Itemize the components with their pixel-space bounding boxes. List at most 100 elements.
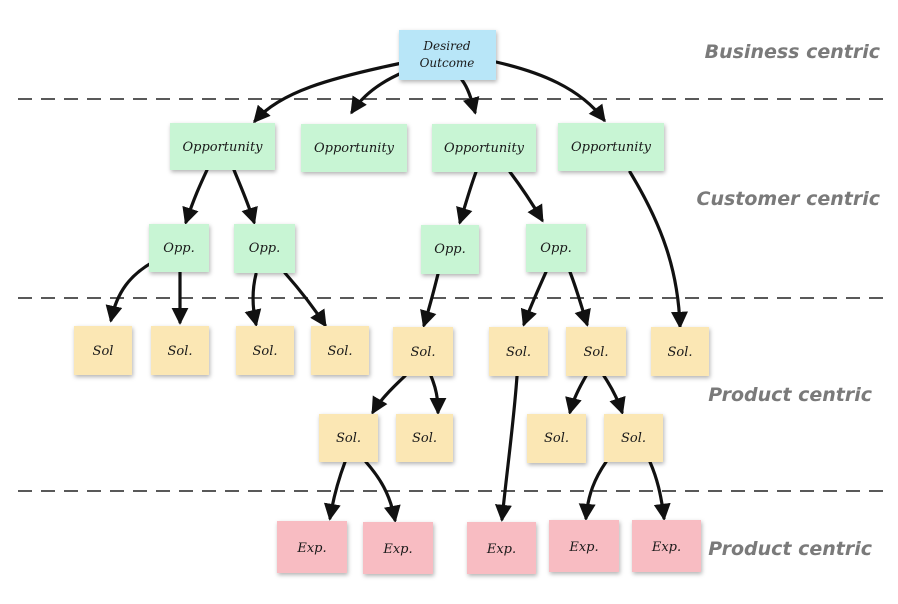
edge-outcome-opportunity-1 — [253, 61, 404, 124]
solution-card — [651, 327, 709, 376]
solution-label: Sol. — [252, 344, 277, 359]
edge-sub2-sol4 — [283, 271, 327, 328]
opportunity-node: Opportunity — [558, 123, 664, 171]
experiment-card — [632, 520, 701, 572]
edge-sol12-exp4 — [578, 460, 608, 521]
solution-node: Sol. — [151, 326, 209, 375]
experiment-node: Exp. — [277, 521, 347, 573]
sub-opportunity-node: Opp. — [234, 224, 295, 273]
solution-label: Sol. — [327, 344, 352, 359]
experiment-label: Exp. — [568, 540, 598, 555]
zone-label-business: Business centric — [705, 41, 881, 63]
solution-node: Sol. — [489, 327, 548, 376]
sub-opportunity-card — [234, 224, 295, 273]
desired-outcome-line1: Desired — [422, 39, 471, 53]
solution-card — [527, 414, 586, 463]
sub-opportunity-label: Opp. — [163, 241, 194, 256]
solution-node: Sol. — [527, 414, 586, 463]
solution-card — [604, 414, 663, 462]
desired-outcome-card — [399, 30, 496, 80]
experiment-label: Exp. — [382, 542, 412, 557]
edge-sol9-exp2 — [364, 460, 401, 523]
experiment-node: Exp. — [549, 520, 619, 572]
edge-sol6-exp3 — [494, 374, 519, 522]
edge-sol9-exp1 — [323, 460, 347, 521]
solution-node: Sol. — [651, 327, 709, 376]
experiment-card — [363, 522, 433, 574]
sub-opportunity-label: Opp. — [434, 242, 465, 257]
zone-label-product-solutions: Product centric — [708, 384, 872, 406]
opportunity-label: Opportunity — [444, 141, 525, 156]
opportunity-card — [432, 124, 536, 172]
edges — [105, 60, 688, 523]
solution-node: Sol. — [604, 414, 663, 462]
sub-opportunity-node: Opp. — [421, 225, 479, 274]
edge-sol5-sol9 — [371, 374, 407, 415]
solution-card — [151, 326, 209, 375]
solution-label: Sol. — [412, 431, 437, 446]
sub-opportunity-node: Opp. — [149, 224, 209, 272]
opportunity-node: Opportunity — [301, 124, 407, 172]
edge-outcome-opportunity-2 — [350, 70, 406, 115]
opportunity-card — [301, 124, 407, 172]
edge-sub4-sol7 — [568, 270, 591, 327]
edge-opp1-sub1 — [182, 168, 209, 225]
solution-card — [311, 326, 369, 375]
solution-node: Sol. — [236, 326, 294, 375]
edge-outcome-opportunity-3 — [460, 78, 480, 115]
solution-card — [566, 327, 626, 376]
sub-opportunity-card — [526, 224, 586, 272]
edge-sol7-sol11 — [565, 374, 588, 415]
solution-label: Sol. — [583, 345, 608, 360]
opportunity-label: Opportunity — [182, 140, 263, 155]
solution-card — [396, 414, 453, 462]
solution-card — [236, 326, 294, 375]
edge-sol7-sol12 — [602, 374, 626, 415]
solution-label: Sol. — [506, 345, 531, 360]
edge-sub2-sol3 — [244, 272, 262, 327]
solution-node: Sol — [74, 326, 132, 375]
solution-node: Sol. — [311, 326, 369, 375]
sub-opportunity-card — [421, 225, 479, 274]
desired-outcome-node: Desired Outcome — [399, 30, 496, 80]
zone-label-product-experiments: Product centric — [708, 538, 872, 560]
sub-opportunity-node: Opp. — [526, 224, 586, 272]
opportunity-node: Opportunity — [170, 123, 275, 170]
solution-label: Sol — [93, 344, 114, 359]
opportunity-card — [170, 123, 275, 170]
edge-sol5-sol10 — [429, 374, 447, 415]
zone-label-customer: Customer centric — [697, 188, 881, 210]
solution-node: Sol. — [566, 327, 626, 376]
solution-card — [489, 327, 548, 376]
solution-node: Sol. — [393, 327, 453, 376]
edge-sub3-sol5 — [420, 272, 440, 328]
solution-label: Sol. — [667, 345, 692, 360]
desired-outcome-line2: Outcome — [420, 56, 475, 70]
edge-opp1-sub2 — [232, 168, 258, 225]
edge-opp3-sub3 — [456, 170, 478, 225]
solution-node: Sol. — [396, 414, 453, 462]
sub-opportunity-label: Opp. — [249, 241, 280, 256]
solution-card — [319, 414, 378, 462]
experiment-label: Exp. — [486, 542, 516, 557]
opportunity-label: Opportunity — [314, 141, 395, 156]
sub-opportunity-label: Opp. — [540, 241, 571, 256]
edge-outcome-opportunity-4 — [494, 60, 606, 123]
experiment-node: Exp. — [632, 520, 701, 572]
experiment-label: Exp. — [651, 540, 681, 555]
edge-sol12-exp5 — [648, 460, 671, 521]
solution-label: Sol. — [336, 431, 361, 446]
solution-card — [74, 326, 132, 375]
experiment-label: Exp. — [296, 541, 326, 556]
opportunity-label: Opportunity — [571, 140, 652, 155]
solution-label: Sol. — [410, 345, 435, 360]
experiment-node: Exp. — [467, 522, 536, 574]
opportunity-card — [558, 123, 664, 171]
edge-sub1-sol1 — [105, 260, 155, 323]
experiment-card — [277, 521, 347, 573]
edge-opp4-sol8 — [628, 170, 688, 329]
experiment-card — [549, 520, 619, 572]
sub-opportunity-card — [149, 224, 209, 272]
solution-label: Sol. — [621, 431, 646, 446]
